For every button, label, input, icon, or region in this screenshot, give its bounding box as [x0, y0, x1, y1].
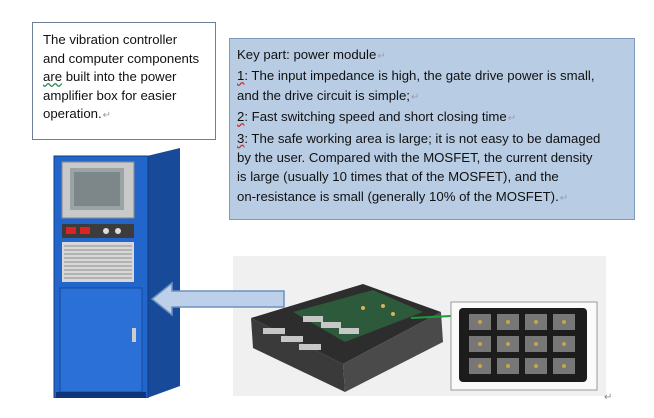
- left-arrow-icon: [150, 281, 285, 317]
- item-3-cont: by the user. Compared with the MOSFET, t…: [237, 150, 593, 166]
- left-callout-line: amplifier box for easier: [43, 87, 177, 103]
- power-module-title: Key part: power module↵: [237, 47, 386, 62]
- left-callout-line: and computer components: [43, 50, 200, 66]
- paragraph-mark-icon: ↵: [507, 113, 517, 125]
- left-callout-line: The vibration controller: [43, 32, 178, 47]
- item-1: 1: The input impedance is high, the gate…: [237, 68, 595, 84]
- item-3-cont: is large (usually 10 times that of the M…: [237, 169, 559, 185]
- item-2: 2: Fast switching speed and short closin…: [237, 109, 517, 125]
- left-callout-line: operation.↵: [43, 106, 112, 121]
- item-3-cont: on-resistance is small (generally 10% of…: [237, 188, 569, 204]
- item-1-cont: and the drive circuit is simple;↵: [237, 87, 420, 103]
- right-callout: Key part: power module↵ 1: The input imp…: [229, 38, 635, 220]
- power-module-photo: [233, 256, 606, 396]
- paragraph-mark-icon: ↵: [559, 192, 569, 204]
- amplifier-cabinet-image: [53, 148, 180, 398]
- left-callout: The vibration controller and computer co…: [32, 22, 216, 140]
- item-3: 3: The safe working area is large; it is…: [237, 130, 601, 146]
- paragraph-mark-icon: ↵: [604, 392, 613, 403]
- paragraph-mark-icon: ↵: [102, 110, 112, 121]
- power-module-image: [233, 256, 606, 396]
- paragraph-mark-icon: ↵: [410, 91, 420, 103]
- paragraph-mark-icon: ↵: [377, 51, 386, 62]
- left-callout-line: are built into the power: [43, 69, 177, 84]
